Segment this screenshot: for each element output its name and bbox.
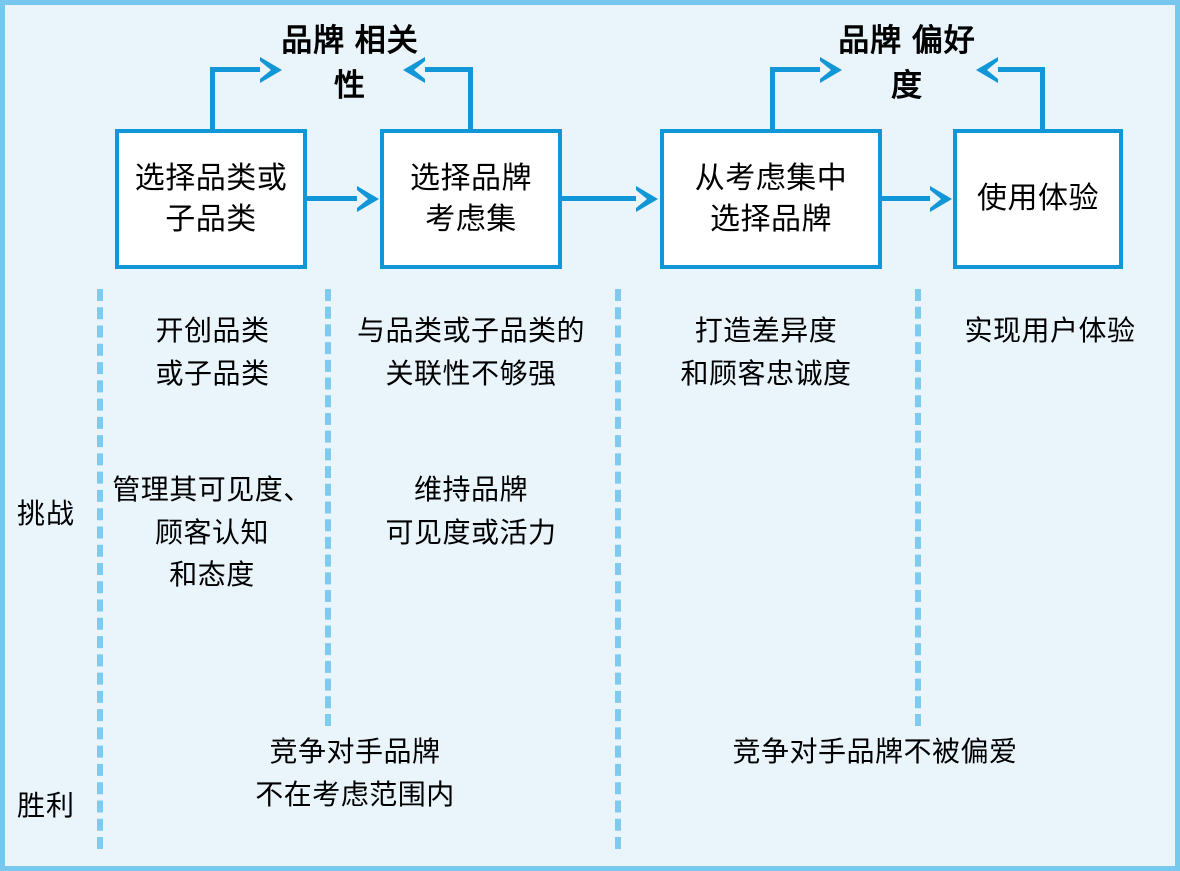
stage-box-use-experience[interactable]: 使用体验: [953, 129, 1123, 269]
stage-box-label: 选择品牌 考虑集: [410, 161, 532, 236]
loop-preference-left-horizontal: [770, 67, 825, 72]
connector-stage2-arrow-notch-icon: [636, 190, 647, 208]
loop-relevance-right-vertical: [468, 67, 473, 131]
loop-relevance-right-arrow-notch-icon: [414, 61, 425, 79]
connector-stage1-to-stage2: [307, 196, 359, 201]
loop-relevance-right-horizontal: [420, 67, 473, 72]
connector-stage1-arrow-notch-icon: [357, 190, 368, 208]
challenge-cell-col2-bottom: 维持品牌 可见度或活力: [385, 475, 557, 549]
stage-box-label: 使用体验: [977, 182, 1099, 216]
loop-preference-left-vertical: [770, 67, 775, 131]
connector-stage3-arrow-notch-icon: [930, 190, 941, 208]
column-divider-1: [97, 289, 103, 849]
stage-box-brand-consideration-set[interactable]: 选择品牌 考虑集: [380, 129, 562, 269]
stage-box-select-category[interactable]: 选择品类或 子品类: [115, 129, 307, 269]
brand-preference-caption: 品牌 偏好度: [838, 23, 976, 103]
victory-cell-right: 竞争对手品牌不被偏爱: [732, 737, 1018, 768]
loop-relevance-left-vertical: [210, 67, 215, 131]
column-divider-3: [615, 289, 621, 849]
row-label-challenge: 挑战: [17, 499, 76, 530]
challenge-cell-col4-top: 实现用户体验: [964, 316, 1136, 347]
victory-cell-left: 竞争对手品牌 不在考虑范围内: [255, 737, 455, 811]
column-divider-2: [325, 289, 331, 726]
loop-relevance-left-arrow-notch-icon: [260, 61, 271, 79]
loop-preference-right-arrow-notch-icon: [987, 61, 998, 79]
stage-box-label: 选择品类或 子品类: [134, 161, 288, 236]
loop-preference-right-horizontal: [993, 67, 1045, 72]
stage-box-label: 从考虑集中 选择品牌: [694, 161, 848, 236]
brand-relevance-caption: 品牌 相关性: [281, 23, 419, 103]
column-divider-4: [915, 289, 921, 726]
connector-stage3-to-stage4: [882, 196, 932, 201]
row-label-victory: 胜利: [17, 791, 76, 822]
loop-relevance-left-horizontal: [210, 67, 265, 72]
loop-preference-right-vertical: [1040, 67, 1045, 131]
challenge-cell-col2-top: 与品类或子品类的 关联性不够强: [356, 316, 585, 390]
challenge-cell-col1-bottom: 管理其可见度、 顾客认知 和态度: [112, 475, 312, 592]
challenge-cell-col1-top: 开创品类 或子品类: [155, 316, 270, 390]
connector-stage2-to-stage3: [562, 196, 638, 201]
stage-box-choose-brand-from-set[interactable]: 从考虑集中 选择品牌: [660, 129, 882, 269]
challenge-cell-col3-top: 打造差异度 和顾客忠诚度: [680, 316, 852, 390]
loop-preference-left-arrow-notch-icon: [820, 61, 831, 79]
